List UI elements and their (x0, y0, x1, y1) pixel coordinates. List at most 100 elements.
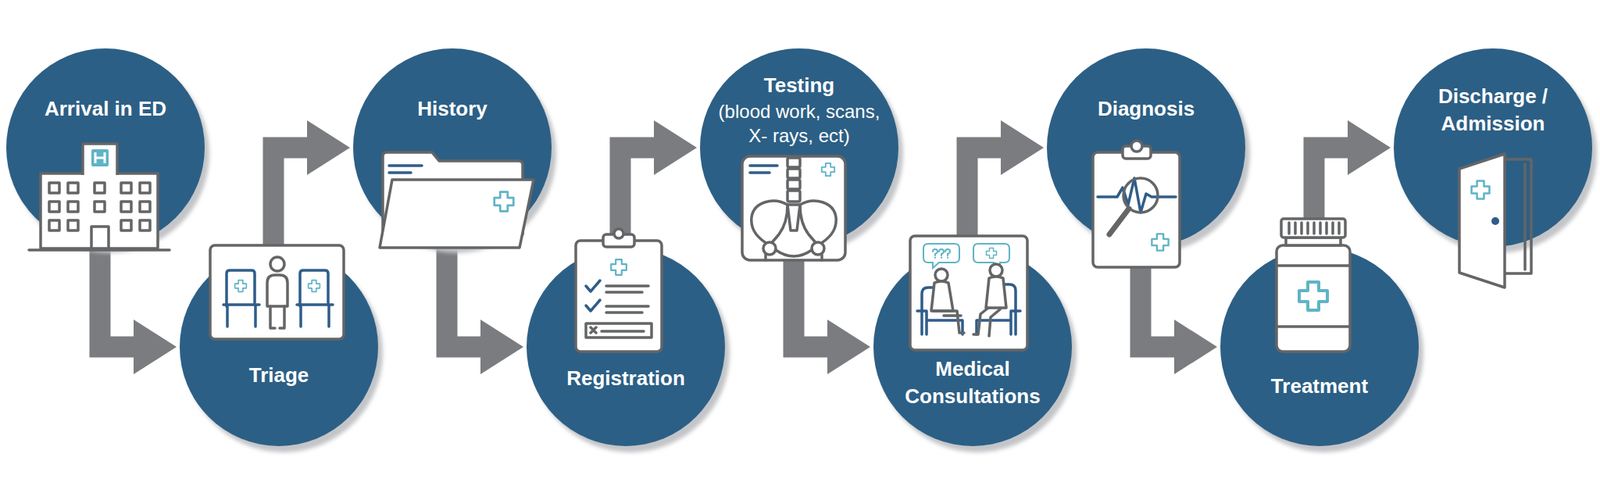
folder-icon-part (382, 152, 523, 235)
consultation-icon-part (935, 268, 948, 282)
waiting-room-icon-part (270, 257, 285, 272)
node-text: Medical Consultations (889, 355, 1058, 411)
waiting-room-icon-part (223, 304, 260, 327)
node-text: Triage (195, 361, 364, 390)
circle-outline (6, 48, 205, 247)
circle-outline (873, 247, 1072, 447)
step-label: Registration (542, 364, 711, 393)
hospital-icon-part (94, 182, 105, 193)
consultation-icon-part (932, 249, 938, 258)
step-detail: (blood work, scans, X- rays, ect) (711, 99, 888, 148)
circle-fill (1046, 48, 1246, 247)
flow-arrow (1140, 243, 1175, 347)
circle-outline (1220, 247, 1419, 447)
node-text: Treatment (1235, 372, 1404, 400)
hospital-icon-part (28, 248, 170, 252)
hospital-icon-part (139, 220, 150, 231)
consultation-icon-part (1001, 284, 1016, 335)
clipboard-icon (575, 228, 662, 352)
process-circle: Registration (526, 247, 725, 447)
step-label: History (368, 95, 537, 123)
xray-icon (742, 156, 846, 261)
diagnosis-icon-part (1092, 152, 1180, 268)
step-label: Diagnosis (1062, 95, 1231, 123)
hospital-icon-part (121, 201, 132, 212)
process-circle: Diagnosis (1046, 48, 1246, 247)
hospital-icon-part (139, 182, 150, 193)
hospital-icon-part (67, 182, 79, 193)
clipboard-icon-part (606, 285, 649, 313)
waiting-room-icon-part (210, 245, 344, 340)
hospital-icon-part (40, 173, 158, 249)
door-icon-part (1501, 159, 1532, 274)
flow-arrow (1314, 147, 1348, 251)
process-circle: Treatment (1220, 247, 1419, 447)
hospital-icon-part (49, 220, 60, 231)
clipboard-icon-part (575, 240, 662, 352)
step-label: Treatment (1235, 372, 1404, 400)
clipboard-icon-part (590, 327, 644, 333)
node-text: Discharge / Admission (1409, 82, 1578, 138)
circle-fill (1393, 48, 1593, 247)
waiting-room-icon-part (300, 270, 329, 307)
clipboard-icon-part (614, 228, 624, 239)
flow-arrow (273, 147, 308, 251)
process-circle: Triage (179, 247, 379, 447)
node-text: Arrival in ED (21, 95, 190, 123)
circle-outline (526, 247, 725, 447)
circle-outline (353, 48, 552, 247)
xray-icon-part (750, 165, 778, 173)
node-text: Registration (542, 364, 711, 393)
xray-icon-part (763, 242, 776, 255)
xray-icon-part (821, 163, 835, 176)
step-label: Testing (711, 71, 888, 100)
hospital-icon-part (82, 143, 118, 175)
xray-icon-part (787, 157, 800, 168)
node-text: History (368, 95, 537, 123)
flow-arrow (793, 243, 828, 347)
process-circle: Testing(blood work, scans, X- rays, ect) (700, 48, 899, 247)
waiting-room-icon-part (267, 275, 288, 307)
consultation-icon-part (985, 276, 1007, 308)
folder-icon (379, 152, 534, 248)
flow-arrow (446, 243, 481, 347)
xray-icon-part (787, 204, 800, 231)
consultation-icon-part (973, 307, 1000, 336)
circle-fill (526, 247, 725, 447)
consultation-icon-part (976, 310, 1021, 335)
node-text: Diagnosis (1062, 95, 1231, 123)
door-icon (1459, 153, 1532, 288)
folder-icon-part (389, 165, 422, 173)
flow-arrow (100, 243, 134, 347)
xray-icon-part (775, 250, 812, 257)
diagnosis-icon-part (1131, 140, 1143, 152)
consultation-icon-part (973, 243, 1010, 268)
diagnosis-icon-part (1122, 146, 1151, 159)
hospital-icon-part (49, 182, 60, 193)
process-circle: Medical Consultations (873, 247, 1072, 447)
xray-icon-part (742, 156, 846, 261)
waiting-room-icon-part (270, 306, 285, 329)
xray-icon-part (751, 200, 788, 246)
hospital-icon-part (91, 226, 109, 249)
flow-arrow (967, 147, 1001, 251)
waiting-room-icon-part (296, 304, 333, 327)
circle-outline (1046, 48, 1246, 247)
flow-arrow (620, 147, 654, 251)
pill-bottle-icon-part (1281, 218, 1346, 238)
consultation-icon-part (939, 249, 944, 258)
pill-bottle-icon-part (1276, 265, 1350, 327)
pill-bottle-icon-part (1276, 245, 1350, 352)
folder-icon-part (379, 179, 534, 248)
step-label: Triage (195, 361, 364, 390)
consultation-icon-part (921, 287, 938, 335)
clipboard-icon-part (585, 280, 600, 311)
consultation-icon-part (917, 310, 963, 335)
xray-icon-part (811, 242, 825, 255)
pill-bottle-icon (1276, 218, 1350, 352)
door-icon-part (1491, 217, 1500, 225)
hospital-icon-part (67, 220, 79, 231)
diagnosis-icon-part (1151, 233, 1168, 250)
process-circle: History (353, 48, 552, 247)
